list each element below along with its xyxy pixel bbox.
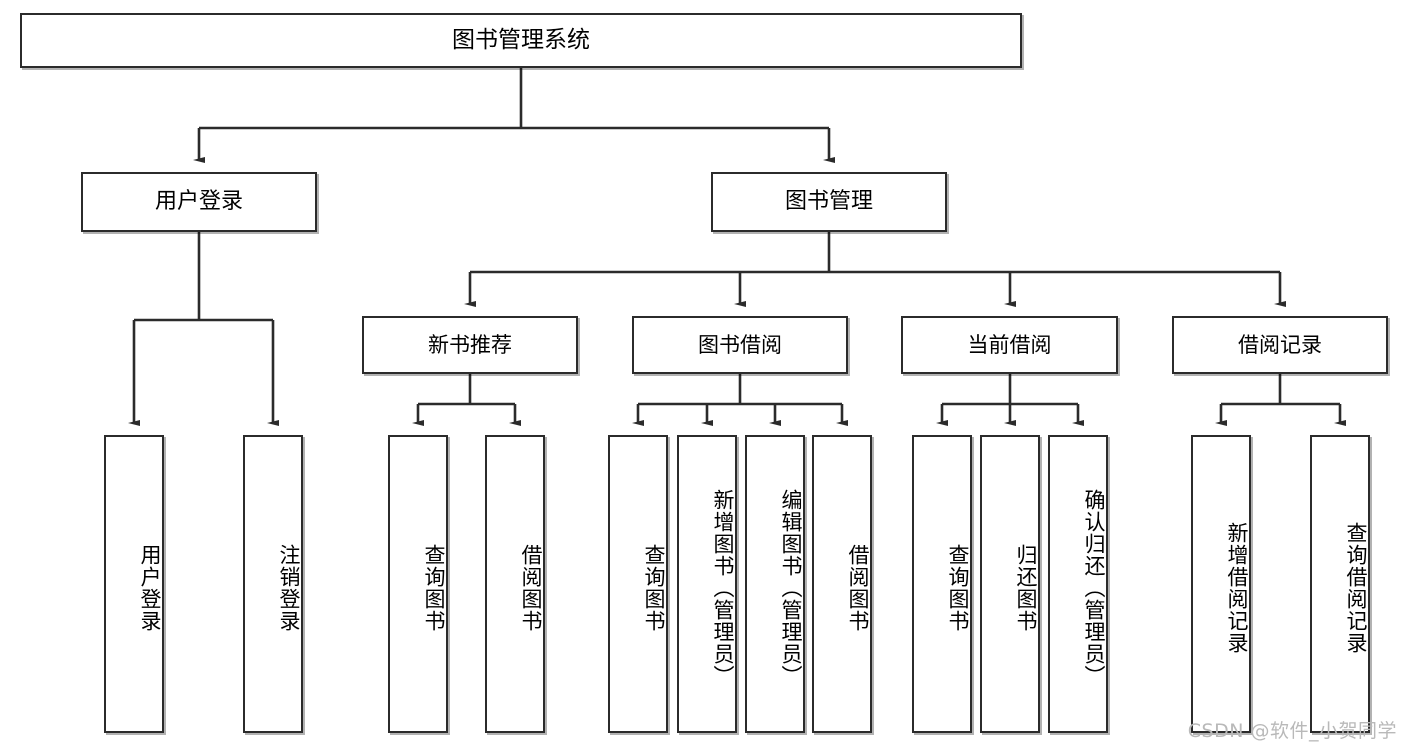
node-new-book-rec-label: 新书推荐 [428, 332, 512, 357]
leaf-query-record[interactable]: 查询借阅记录 [1310, 435, 1370, 733]
csdn-watermark: CSDN @软件_小贺同学 [1187, 720, 1397, 742]
leaf-return-book[interactable]: 归还图书 [980, 435, 1040, 733]
leaf-query-book-1-label: 查询图书 [422, 544, 446, 632]
node-user-login-label: 用户登录 [154, 189, 243, 215]
node-book-borrow[interactable]: 图书借阅 [632, 316, 848, 374]
node-current-borrow[interactable]: 当前借阅 [901, 316, 1118, 374]
leaf-borrow-book-2[interactable]: 借阅图书 [812, 435, 872, 733]
leaf-edit-book-label: 编辑图书（管理员） [779, 489, 803, 687]
node-borrow-record-label: 借阅记录 [1238, 332, 1322, 357]
leaf-borrow-book-2-label: 借阅图书 [846, 544, 870, 632]
leaf-return-book-label: 归还图书 [1014, 544, 1038, 632]
node-root-label: 图书管理系统 [452, 26, 590, 53]
leaf-add-record[interactable]: 新增借阅记录 [1191, 435, 1251, 733]
leaf-query-book-3-label: 查询图书 [946, 544, 970, 632]
node-book-manage-label: 图书管理 [784, 189, 873, 215]
leaf-user-login[interactable]: 用户登录 [104, 435, 164, 733]
leaf-user-logout-label: 注销登录 [277, 544, 301, 632]
node-new-book-rec[interactable]: 新书推荐 [362, 316, 578, 374]
leaf-edit-book[interactable]: 编辑图书（管理员） [745, 435, 805, 733]
leaf-borrow-book-1[interactable]: 借阅图书 [485, 435, 545, 733]
leaf-confirm-return[interactable]: 确认归还（管理员） [1048, 435, 1108, 733]
node-user-login[interactable]: 用户登录 [81, 172, 317, 232]
leaf-add-book-label: 新增图书（管理员） [711, 489, 735, 687]
leaf-add-record-label: 新增借阅记录 [1225, 522, 1249, 654]
leaf-query-book-2-label: 查询图书 [642, 544, 666, 632]
node-book-manage[interactable]: 图书管理 [711, 172, 947, 232]
node-book-borrow-label: 图书借阅 [698, 332, 782, 357]
leaf-confirm-return-label: 确认归还（管理员） [1082, 489, 1106, 687]
node-current-borrow-label: 当前借阅 [967, 332, 1052, 357]
node-borrow-record[interactable]: 借阅记录 [1172, 316, 1388, 374]
leaf-add-book[interactable]: 新增图书（管理员） [677, 435, 737, 733]
leaf-query-book-3[interactable]: 查询图书 [912, 435, 972, 733]
leaf-borrow-book-1-label: 借阅图书 [519, 544, 543, 632]
leaf-query-book-2[interactable]: 查询图书 [608, 435, 668, 733]
leaf-user-logout[interactable]: 注销登录 [243, 435, 303, 733]
leaf-query-record-label: 查询借阅记录 [1344, 522, 1368, 654]
node-root[interactable]: 图书管理系统 [20, 13, 1022, 68]
leaf-user-login-label: 用户登录 [138, 544, 162, 632]
leaf-query-book-1[interactable]: 查询图书 [388, 435, 448, 733]
